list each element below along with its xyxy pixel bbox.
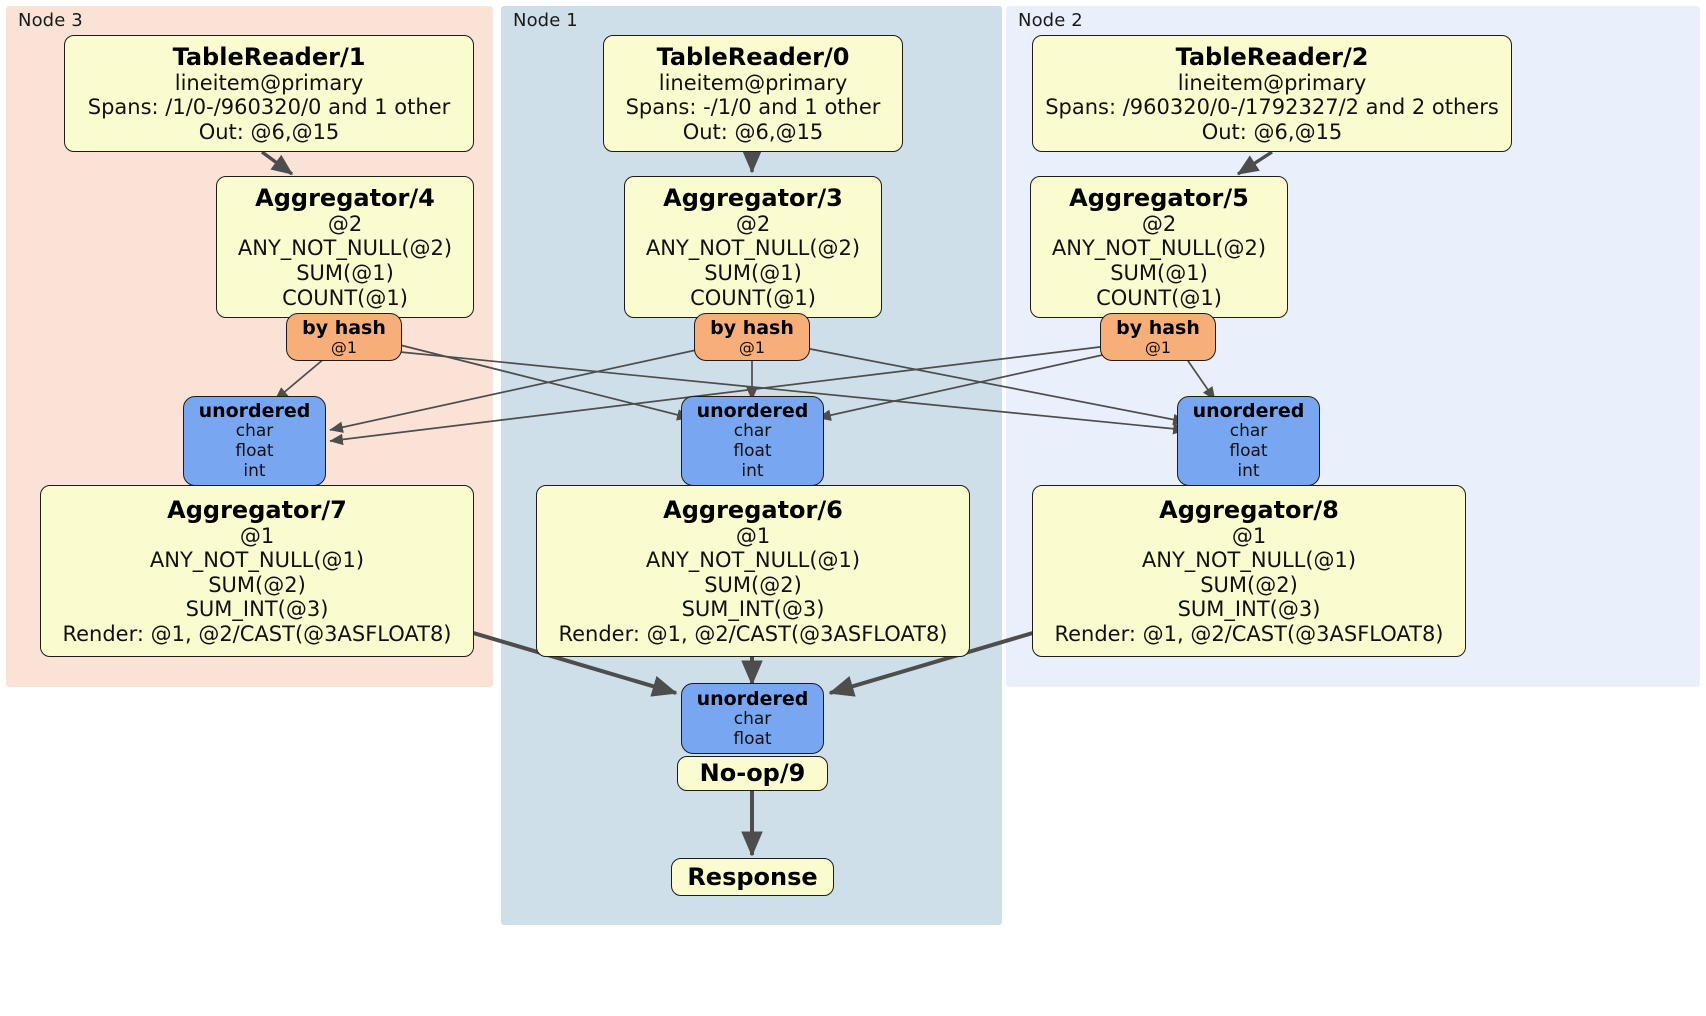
box-line: lineitem@primary — [1177, 70, 1367, 95]
synchronizer-unordered-node1[interactable]: unordered char float int — [681, 396, 824, 486]
box-line: @2 — [1141, 211, 1177, 236]
processor-aggregator-4[interactable]: Aggregator/4 @2 ANY_NOT_NULL(@2) SUM(@1)… — [216, 176, 474, 318]
box-line: ANY_NOT_NULL(@2) — [645, 236, 861, 261]
box-line: Out: @6,@15 — [682, 119, 824, 144]
box-line: Spans: -/1/0 and 1 other — [625, 95, 881, 120]
box-line: ANY_NOT_NULL(@2) — [1051, 236, 1267, 261]
synchronizer-unordered-final[interactable]: unordered char float — [681, 683, 824, 754]
box-line: @1 — [1231, 523, 1267, 548]
box-line: char — [733, 708, 772, 729]
box-line: COUNT(@1) — [690, 285, 816, 310]
box-line: char — [733, 421, 772, 442]
processor-noop-9[interactable]: No-op/9 — [677, 756, 828, 791]
synchronizer-unordered-node2[interactable]: unordered char float int — [1177, 396, 1320, 486]
box-line: Render: @1, @2/CAST(@3ASFLOAT8) — [558, 621, 948, 646]
box-title: Aggregator/8 — [1159, 495, 1339, 524]
processor-response[interactable]: Response — [671, 858, 834, 896]
box-line: Out: @6,@15 — [1201, 119, 1343, 144]
box-line: lineitem@primary — [174, 70, 364, 95]
box-line: SUM(@2) — [704, 572, 802, 597]
box-line: ANY_NOT_NULL(@2) — [237, 236, 453, 261]
box-line: int — [243, 461, 266, 482]
processor-aggregator-8[interactable]: Aggregator/8 @1 ANY_NOT_NULL(@1) SUM(@2)… — [1032, 485, 1466, 657]
box-line: float — [235, 441, 274, 462]
node-panel-label-node3: Node 3 — [18, 10, 83, 31]
processor-tablereader-0[interactable]: TableReader/0 lineitem@primary Spans: -/… — [603, 35, 903, 152]
processor-aggregator-3[interactable]: Aggregator/3 @2 ANY_NOT_NULL(@2) SUM(@1)… — [624, 176, 882, 318]
router-by-hash-node2[interactable]: by hash @1 — [1100, 313, 1216, 361]
box-title: unordered — [1192, 400, 1305, 423]
box-line: char — [235, 421, 274, 442]
box-title: Aggregator/6 — [663, 495, 843, 524]
box-line: SUM(@1) — [296, 261, 394, 286]
box-line: @1 — [735, 523, 771, 548]
box-title: Response — [687, 862, 818, 891]
box-line: int — [1237, 461, 1260, 482]
box-title: unordered — [696, 400, 809, 423]
box-line: Out: @6,@15 — [198, 119, 340, 144]
box-line: @1 — [330, 337, 358, 357]
box-line: @2 — [735, 211, 771, 236]
box-line: ANY_NOT_NULL(@1) — [149, 548, 365, 573]
processor-aggregator-7[interactable]: Aggregator/7 @1 ANY_NOT_NULL(@1) SUM(@2)… — [40, 485, 474, 657]
box-line: COUNT(@1) — [1096, 285, 1222, 310]
box-title: Aggregator/7 — [167, 495, 347, 524]
router-by-hash-node1[interactable]: by hash @1 — [694, 313, 810, 361]
box-title: by hash — [1116, 316, 1200, 339]
box-line: SUM(@2) — [208, 572, 306, 597]
box-line: float — [1229, 441, 1268, 462]
processor-tablereader-2[interactable]: TableReader/2 lineitem@primary Spans: /9… — [1032, 35, 1512, 152]
box-title: unordered — [696, 687, 809, 710]
box-line: @2 — [327, 211, 363, 236]
box-title: unordered — [198, 400, 311, 423]
box-line: char — [1229, 421, 1268, 442]
box-line: @1 — [239, 523, 275, 548]
box-line: SUM(@1) — [1110, 261, 1208, 286]
box-title: Aggregator/4 — [255, 183, 435, 212]
box-title: by hash — [302, 316, 386, 339]
box-line: SUM_INT(@3) — [681, 597, 825, 622]
box-title: Aggregator/5 — [1069, 183, 1249, 212]
synchronizer-unordered-node3[interactable]: unordered char float int — [183, 396, 326, 486]
box-line: @1 — [738, 337, 766, 357]
box-title: TableReader/2 — [1175, 42, 1369, 71]
node-panel-label-node1: Node 1 — [513, 10, 578, 31]
processor-aggregator-6[interactable]: Aggregator/6 @1 ANY_NOT_NULL(@1) SUM(@2)… — [536, 485, 970, 657]
box-line: lineitem@primary — [658, 70, 848, 95]
box-line: float — [733, 441, 772, 462]
box-title: Aggregator/3 — [663, 183, 843, 212]
box-title: TableReader/0 — [656, 42, 850, 71]
processor-tablereader-1[interactable]: TableReader/1 lineitem@primary Spans: /1… — [64, 35, 474, 152]
box-title: No-op/9 — [699, 759, 806, 788]
box-line: int — [741, 461, 764, 482]
node-panel-label-node2: Node 2 — [1018, 10, 1083, 31]
box-line: ANY_NOT_NULL(@1) — [645, 548, 861, 573]
box-line: SUM(@2) — [1200, 572, 1298, 597]
box-line: SUM(@1) — [704, 261, 802, 286]
box-line: Render: @1, @2/CAST(@3ASFLOAT8) — [1054, 621, 1444, 646]
box-line: SUM_INT(@3) — [185, 597, 329, 622]
router-by-hash-node3[interactable]: by hash @1 — [286, 313, 402, 361]
box-line: @1 — [1144, 337, 1172, 357]
box-line: SUM_INT(@3) — [1177, 597, 1321, 622]
box-title: by hash — [710, 316, 794, 339]
box-line: ANY_NOT_NULL(@1) — [1141, 548, 1357, 573]
box-title: TableReader/1 — [172, 42, 366, 71]
box-line: Spans: /1/0-/960320/0 and 1 other — [87, 95, 451, 120]
box-line: COUNT(@1) — [282, 285, 408, 310]
processor-aggregator-5[interactable]: Aggregator/5 @2 ANY_NOT_NULL(@2) SUM(@1)… — [1030, 176, 1288, 318]
box-line: float — [733, 728, 772, 749]
box-line: Spans: /960320/0-/1792327/2 and 2 others — [1045, 95, 1499, 120]
box-line: Render: @1, @2/CAST(@3ASFLOAT8) — [62, 621, 452, 646]
